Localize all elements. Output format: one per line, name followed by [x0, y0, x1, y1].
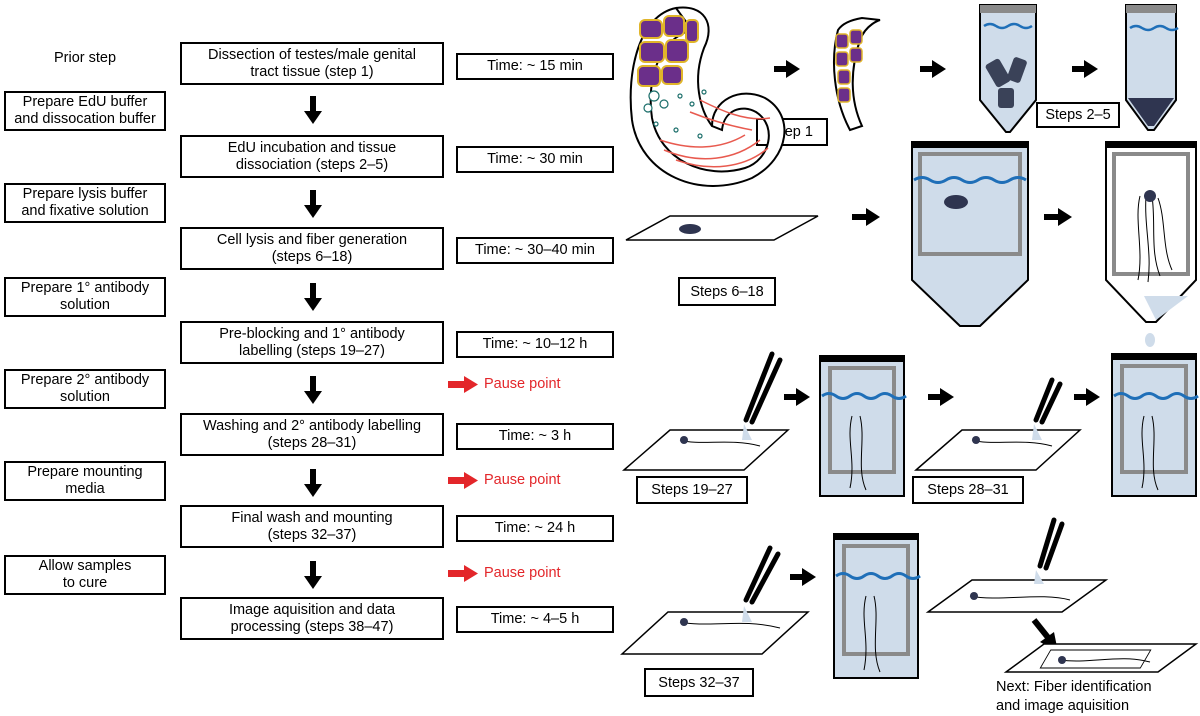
down-arrow-3	[304, 283, 322, 311]
slide-cell-drop	[625, 215, 819, 241]
protocol-step-6: Final wash and mounting (steps 32–37)	[180, 505, 444, 548]
row3-arrows	[784, 388, 1100, 406]
label-steps-28-31: Steps 28–31	[912, 476, 1024, 504]
pause-arrow-1	[448, 376, 478, 393]
mounted-slide	[1003, 643, 1199, 673]
slide-pipette-32-37	[620, 545, 810, 655]
prior-step-label: Prior step	[53, 50, 117, 66]
protocol-step-7: Image aquisition and data processing (st…	[180, 597, 444, 640]
lysis-tube	[911, 141, 1029, 327]
pause-arrow-2	[448, 472, 478, 489]
prep-lysis-buffer: Prepare lysis buffer and fixative soluti…	[4, 183, 166, 223]
time-step-6: Time: ~ 24 h	[456, 515, 614, 542]
tubule-segment-illustration	[833, 16, 881, 132]
final-slide-pipette	[925, 517, 1109, 652]
protocol-step-1: Dissection of testes/male genital tract …	[180, 42, 444, 85]
prep-mounting-media: Prepare mounting media	[4, 461, 166, 501]
row4-arrows	[790, 568, 816, 586]
pause-arrow-3	[448, 565, 478, 582]
pause-point-2: Pause point	[484, 472, 561, 488]
prep-edu-buffer: Prepare EdU buffer and dissocation buffe…	[4, 91, 166, 131]
pause-point-3: Pause point	[484, 565, 561, 581]
label-steps-2-5: Steps 2–5	[1036, 102, 1120, 128]
protocol-step-3: Cell lysis and fiber generation (steps 6…	[180, 227, 444, 270]
prep-allow-curing: Allow samples to cure	[4, 555, 166, 595]
pause-point-1: Pause point	[484, 376, 561, 392]
time-step-2: Time: ~ 30 min	[456, 146, 614, 173]
time-step-5: Time: ~ 3 h	[456, 423, 614, 450]
slide-pipette-19-27	[621, 351, 790, 471]
label-steps-19-27: Steps 19–27	[636, 476, 748, 504]
down-arrow-5	[304, 469, 322, 497]
conical-tube-pieces	[979, 4, 1037, 133]
prep-primary-antibody: Prepare 1° antibody solution	[4, 277, 166, 317]
down-arrow-6	[304, 561, 322, 589]
label-steps-32-37: Steps 32–37	[644, 668, 754, 697]
coplin-jar-3	[833, 533, 921, 679]
pause-arrows	[448, 376, 478, 582]
conical-tube-dissociated	[1125, 4, 1179, 131]
fiber-spreading-tube	[1105, 141, 1197, 347]
row1-arrows	[774, 60, 1098, 78]
coplin-jar-2	[1111, 353, 1199, 497]
protocol-step-4: Pre-blocking and 1° antibody labelling (…	[180, 321, 444, 364]
coplin-jar-1	[819, 355, 907, 497]
flow-down-arrows	[304, 96, 322, 589]
time-step-7: Time: ~ 4–5 h	[456, 606, 614, 633]
time-step-4: Time: ~ 10–12 h	[456, 331, 614, 358]
row2-arrows	[852, 208, 1072, 226]
protocol-step-5: Washing and 2° antibody labelling (steps…	[180, 413, 444, 456]
label-steps-6-18: Steps 6–18	[678, 277, 776, 306]
down-arrow-1	[304, 96, 322, 124]
down-arrow-4	[304, 376, 322, 404]
down-arrow-2	[304, 190, 322, 218]
protocol-step-2: EdU incubation and tissue dissociation (…	[180, 135, 444, 178]
testis-tubule-illustration	[629, 6, 786, 187]
slide-pipette-28-31	[913, 377, 1082, 471]
prep-secondary-antibody: Prepare 2° antibody solution	[4, 369, 166, 409]
next-step-note: Next: Fiber identification and image aqu…	[996, 679, 1152, 714]
time-step-3: Time: ~ 30–40 min	[456, 237, 614, 264]
time-step-1: Time: ~ 15 min	[456, 53, 614, 80]
